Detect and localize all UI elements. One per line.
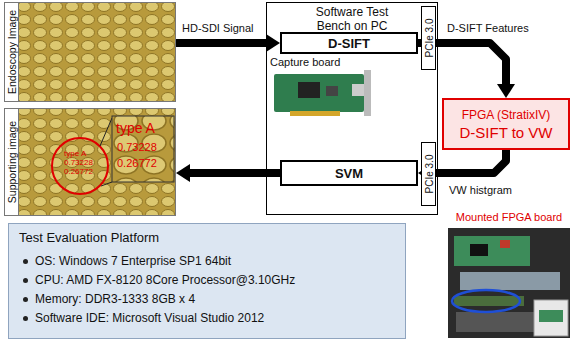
signal-label: VW histgram [448,184,513,196]
signal-label: D-SIFT Features [446,22,530,34]
capture-board: Capture board [268,56,378,118]
chip [470,244,488,256]
node-label: Software Test Bench on PC [302,5,402,33]
classification-label: 0.73228 [64,159,93,168]
capture-card [454,296,524,306]
inset-board [539,310,563,322]
chassis [456,312,546,332]
node-label: Test Evaluation Platform [19,230,395,246]
edge-connector [290,111,340,116]
process-box: D-SIFT [280,32,418,54]
highlight-circle [52,138,108,194]
node-detail: D-SIFT to VW [459,123,552,142]
component [500,240,510,248]
signal-arrow [432,150,506,173]
endoscopy-photo [18,3,175,101]
chip [298,82,320,98]
node-label: Supporting image [6,121,18,203]
node-label: D-SIFT [328,36,370,51]
zoom-leader [100,118,112,146]
fpga-board [454,236,530,266]
cable [460,272,560,290]
bracket [364,70,371,116]
classification-label: type A [116,121,155,136]
node-detail: Memory: DDR3-1333 8GB x 4 [19,290,395,309]
highlight-ellipse [452,290,520,312]
node-detail: Software IDE: Microsoft Visual Studio 20… [19,309,395,328]
platform-info-box: Test Evaluation PlatformOS: Windows 7 En… [8,223,406,339]
fpga-box: FPGA (StratixIV)D-SIFT to VW [442,98,570,150]
process-box: SVM [280,160,418,186]
board-photo-caption: Mounted FPGA board [446,211,572,227]
image-panel: Endoscopy Image [4,2,176,102]
node-label: Capture board [268,56,378,68]
mounted-board-photo [448,228,570,338]
capture-board-photo [274,70,371,116]
node-label: PCIe 3.0 [423,155,434,194]
classification-label: 0.26772 [117,157,157,169]
pcie-port-box: PCIe 3.0 [421,6,436,70]
zoom-leader [101,182,112,186]
bnc-connector [352,84,364,96]
node-label: SVM [335,166,363,181]
zoom-inset [112,116,174,182]
node-detail: CPU: AMD FX-8120 8Core Processor@3.10GHz [19,271,395,290]
chip [326,86,338,96]
node-label: Mounted FPGA board [446,211,572,223]
classification-label: 0.26772 [64,168,93,177]
pcb [274,74,364,112]
node-label: Endoscopy Image [6,10,18,94]
signal-label: HD-SDI Signal [181,22,255,34]
supporting-photo [18,109,175,215]
photo-ground [448,228,570,338]
inset-photo [534,300,568,336]
classification-label: 0.73228 [117,141,157,153]
node-detail: OS: Windows 7 Enterprise SP1 64bit [19,252,395,271]
signal-arrow [176,39,266,47]
software-bench-box: Software Test Bench on PC D-SIFT Capture b… [266,2,438,215]
node-label: PCIe 3.0 [423,19,434,58]
classification-label: type A [64,150,86,159]
pcie-port-box: PCIe 3.0 [421,142,436,206]
node-label: FPGA (StratixIV) [462,107,551,123]
